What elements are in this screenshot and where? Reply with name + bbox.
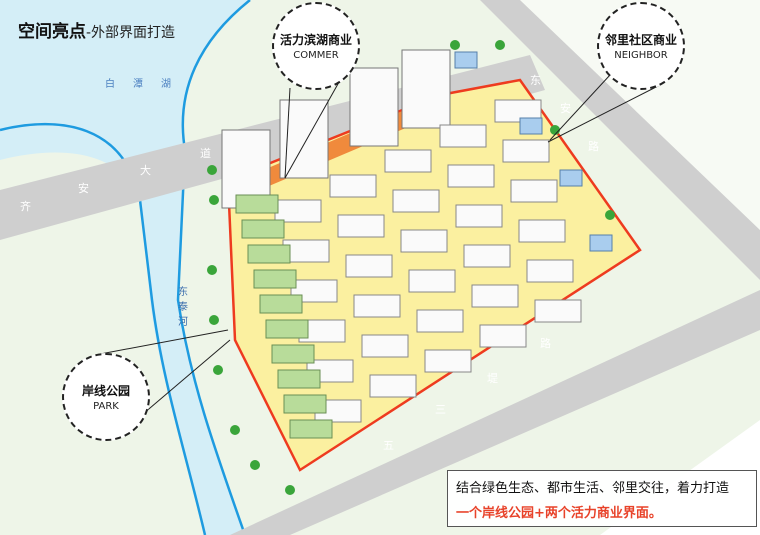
villa-building [253, 269, 297, 289]
tree [230, 425, 240, 435]
river-outline [181, 0, 251, 151]
note-line-2: 一个岸线公园+两个活力商业界面。 [456, 506, 662, 521]
road-wusandi [230, 290, 760, 535]
residential-building [392, 189, 440, 213]
tree [495, 40, 505, 50]
road-label: 道 [200, 147, 211, 160]
residential-building [424, 349, 472, 373]
summary-note: 结合绿色生态、都市生活、邻里交往，着力打造 一个岸线公园+两个活力商业界面。 [447, 470, 757, 527]
residential-building [471, 284, 519, 308]
tree [550, 125, 560, 135]
residential-building [455, 204, 503, 228]
lake [0, 0, 250, 535]
residential-building [361, 334, 409, 358]
residential-building [416, 309, 464, 333]
lake-label: 白潭湖 [105, 79, 189, 90]
road-label: 路 [588, 140, 599, 153]
residential-building [337, 214, 385, 238]
villa-building [265, 319, 309, 339]
neighborhood-commercial-building [454, 51, 478, 69]
villa-building [277, 369, 321, 389]
tree [285, 485, 295, 495]
tree [450, 40, 460, 50]
villa-building [241, 219, 285, 239]
residential-building [502, 139, 550, 163]
neighborhood-commercial-building [559, 169, 583, 187]
residential-building [384, 149, 432, 173]
residential-building [369, 374, 417, 398]
villa-building [247, 244, 291, 264]
residential-building [510, 179, 558, 203]
residential-building [400, 229, 448, 253]
road-label: 五 [383, 439, 394, 452]
residential-building [463, 244, 511, 268]
page-title: 空间亮点-外部界面打造 [18, 22, 176, 42]
residential-building [408, 269, 456, 293]
villa-building [235, 194, 279, 214]
tree [207, 165, 217, 175]
road-label: 齐 [20, 200, 31, 213]
callout-neighborhood-commercial: 邻里社区商业 NEIGHBOR [597, 2, 685, 90]
road-dongan [480, 0, 760, 280]
residential-building [534, 299, 582, 323]
road-label: 东 [530, 74, 541, 87]
tree [209, 315, 219, 325]
villa-building [271, 344, 315, 364]
neighborhood-commercial-building [589, 234, 613, 252]
road-label: 堤 [487, 372, 498, 385]
residential-building [518, 219, 566, 243]
residential-building [345, 254, 393, 278]
tree [605, 210, 615, 220]
villa-building [289, 419, 333, 439]
neighborhood-commercial-building [519, 117, 543, 135]
road-label: 三 [435, 403, 446, 416]
road-label: 路 [540, 337, 551, 350]
residential-building [439, 124, 487, 148]
tree [213, 365, 223, 375]
road-label: 安 [560, 102, 571, 115]
residential-building [353, 294, 401, 318]
road-label: 安 [78, 182, 89, 195]
villa-building [259, 294, 303, 314]
tree [209, 195, 219, 205]
tree [250, 460, 260, 470]
high-rise-tower [279, 99, 329, 179]
high-rise-tower [349, 67, 399, 147]
residential-building [274, 199, 322, 223]
callout-lake-commercial: 活力滨湖商业 COMMER [272, 2, 360, 90]
residential-building [329, 174, 377, 198]
note-line-1: 结合绿色生态、都市生活、邻里交往，着力打造 [456, 481, 730, 496]
residential-building [526, 259, 574, 283]
road-label: 大 [140, 164, 151, 177]
residential-building [479, 324, 527, 348]
callout-shoreline-park: 岸线公园 PARK [62, 353, 150, 441]
villa-building [283, 394, 327, 414]
high-rise-tower [401, 49, 451, 129]
river-label: 东泰河 [178, 287, 188, 328]
tree [207, 265, 217, 275]
residential-building [447, 164, 495, 188]
residential-building [494, 99, 542, 123]
